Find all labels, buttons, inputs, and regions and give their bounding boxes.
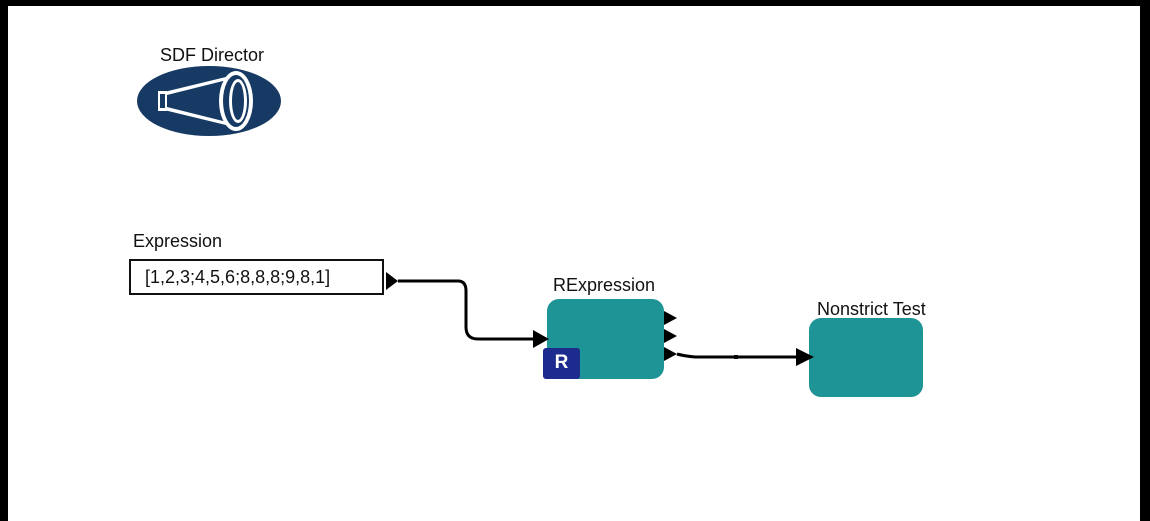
expression-value: [1,2,3;4,5,6;8,8,8;9,8,1] <box>145 267 331 287</box>
r-badge-letter: R <box>554 352 569 373</box>
expression-label: Expression <box>133 231 223 251</box>
director-megaphone-icon[interactable] <box>136 64 286 138</box>
wire-rexpression-to-nonstrict-test[interactable] <box>676 352 798 359</box>
frame-top-edge <box>0 0 1150 6</box>
rexpression-output-port-2[interactable] <box>664 329 677 343</box>
rexpression-input-port[interactable] <box>533 330 549 348</box>
rexpression-output-port-3[interactable] <box>664 347 677 361</box>
nonstrict-test-input-port[interactable] <box>796 348 814 366</box>
r-badge-icon: R <box>543 348 580 379</box>
rexpression-output-port-1[interactable] <box>664 311 677 325</box>
frame-right-edge <box>1140 0 1150 521</box>
megaphone-icon <box>158 71 253 131</box>
expression-output-port[interactable] <box>386 272 398 290</box>
expression-actor[interactable]: [1,2,3;4,5,6;8,8,8;9,8,1] <box>129 259 384 295</box>
rexpression-label: RExpression <box>553 275 656 295</box>
frame-left-edge <box>0 0 8 521</box>
nonstrict-test-actor[interactable] <box>809 318 923 397</box>
wire-vertex[interactable] <box>734 355 738 359</box>
nonstrict-test-label: Nonstrict Test <box>817 299 926 319</box>
wire-expression-to-rexpression[interactable] <box>398 279 533 341</box>
director-label: SDF Director <box>160 45 265 65</box>
